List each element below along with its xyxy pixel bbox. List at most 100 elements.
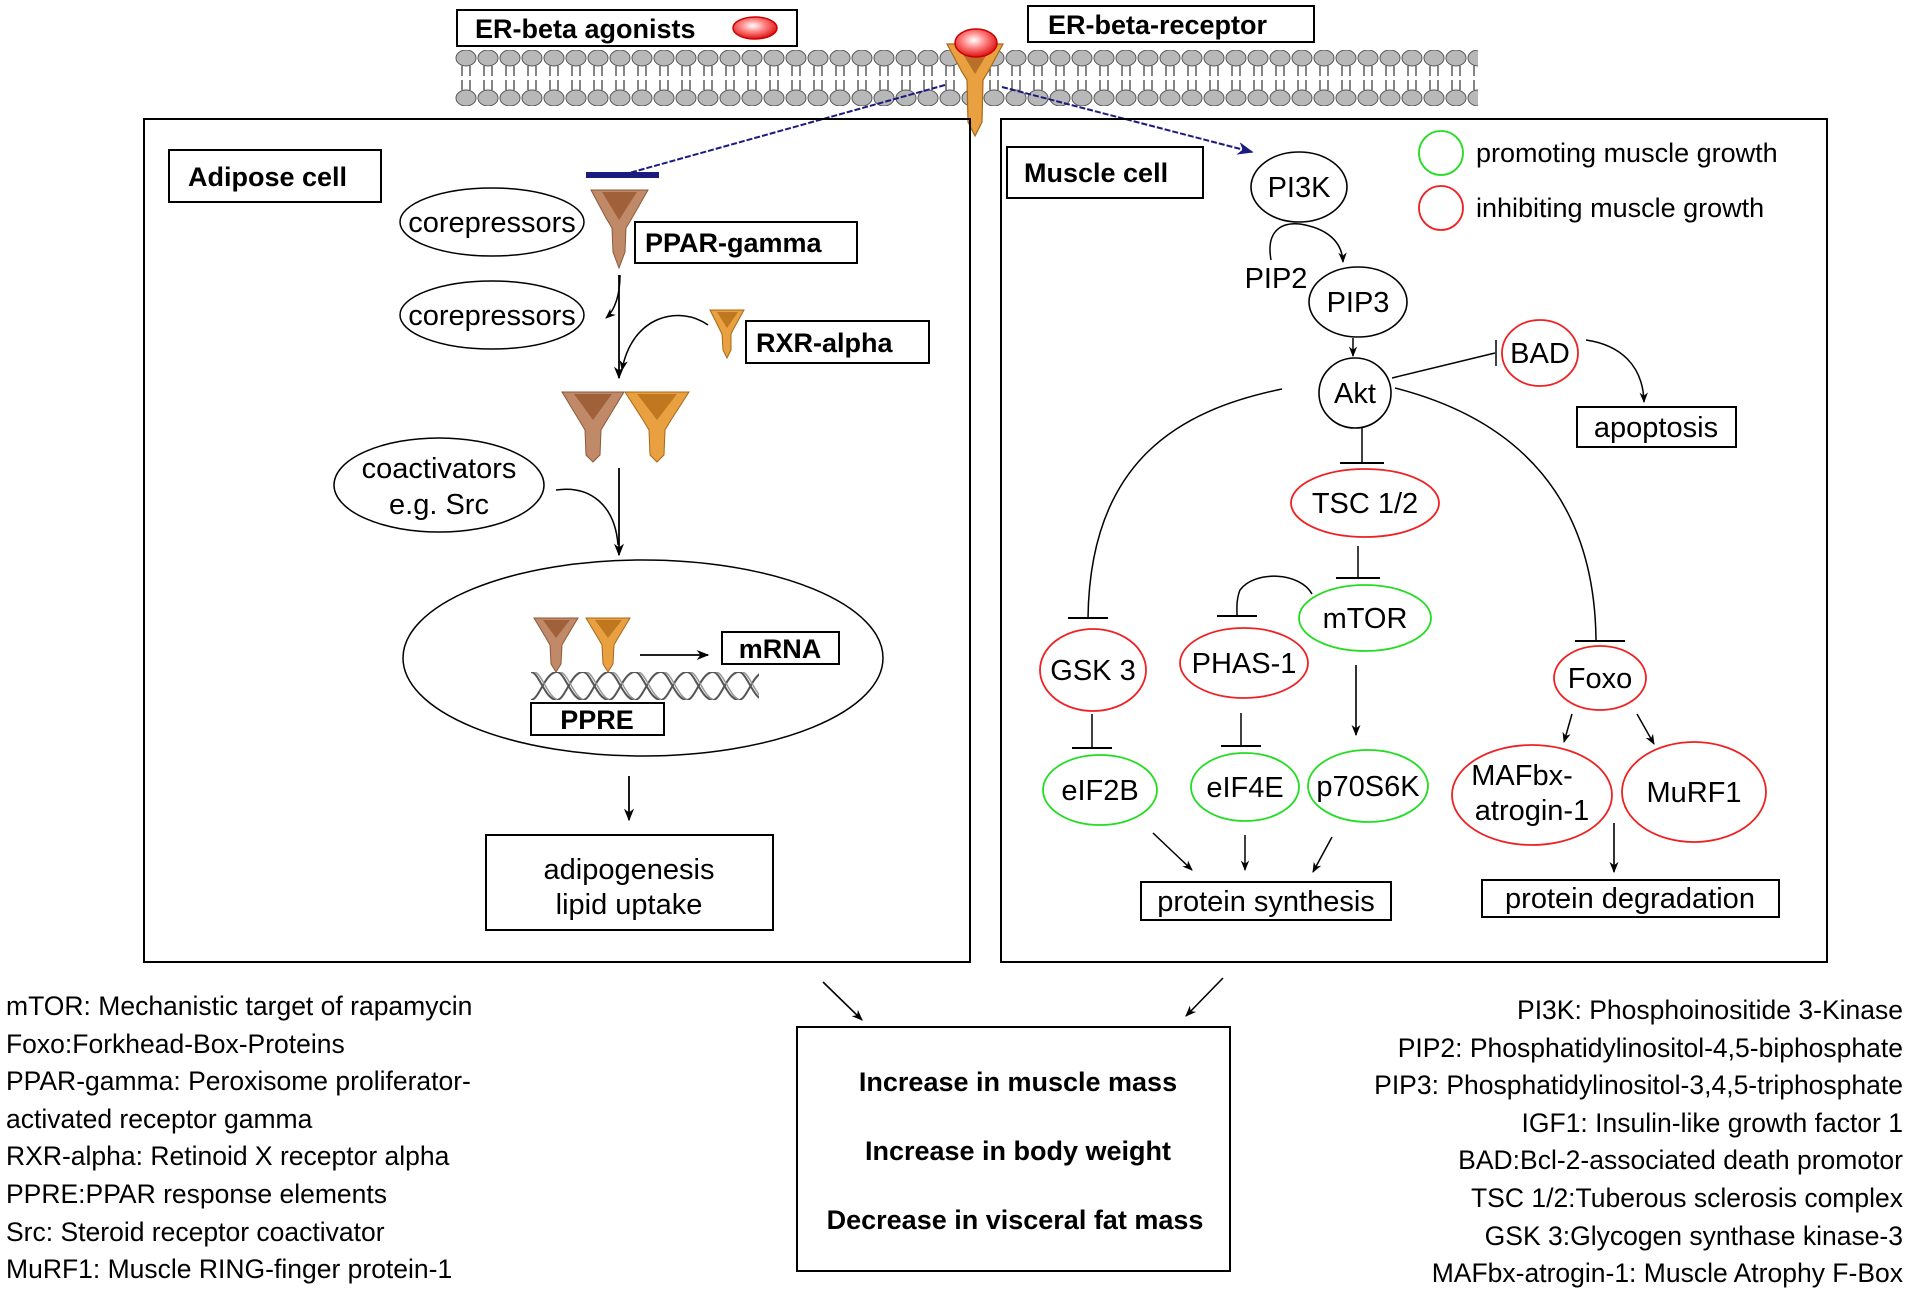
node-pip2: PIP2 xyxy=(1245,263,1308,295)
svg-text:Akt: Akt xyxy=(1334,378,1376,410)
svg-text:adipogenesis: adipogenesis xyxy=(544,854,715,886)
muscle-to-outcome-arrow xyxy=(1185,977,1224,1017)
protein-synthesis-box: protein synthesis xyxy=(1140,881,1392,921)
node-tsc: TSC 1/2 xyxy=(1290,468,1440,538)
svg-text:protein degradation: protein degradation xyxy=(1505,883,1755,915)
eif2b-to-synthesis-arrow xyxy=(1152,832,1193,871)
svg-text:Muscle cell: Muscle cell xyxy=(1024,158,1168,188)
muscle-cell-panel xyxy=(1000,118,1828,963)
svg-text:PI3K: PI3K xyxy=(1268,172,1332,204)
abbreviation-item: PPAR-gamma: Peroxisome proliferator- xyxy=(6,1066,471,1097)
abbreviation-item: BAD:Bcl-2-associated death promotor xyxy=(1458,1145,1903,1176)
rxr-join-arrow xyxy=(619,314,709,372)
bad-to-apoptosis-arrow xyxy=(1585,339,1648,404)
akt-inhibits-bad xyxy=(1391,352,1496,379)
rxr-alpha-label: RXR-alpha xyxy=(745,320,930,364)
corepressors-release-arrow xyxy=(605,274,621,319)
abbreviation-item: activated receptor gamma xyxy=(6,1103,313,1134)
akt-to-foxo-arc xyxy=(1394,387,1597,642)
node-mafbx: MAFbx- atrogin-1 xyxy=(1451,744,1613,846)
svg-text:GSK 3: GSK 3 xyxy=(1050,655,1135,687)
abbreviation-item: GSK 3:Glycogen synthase kinase-3 xyxy=(1484,1220,1903,1251)
outcome-visceral-fat: Decrease in visceral fat mass xyxy=(827,1205,1204,1235)
svg-text:ER-beta-receptor: ER-beta-receptor xyxy=(1048,10,1268,40)
ppar-gamma-receptor-icon xyxy=(590,189,649,270)
abbreviation-item: IGF1: Insulin-like growth factor 1 xyxy=(1521,1107,1903,1138)
foxo-to-murf1-arrow xyxy=(1636,713,1655,745)
svg-text:Adipose cell: Adipose cell xyxy=(188,162,347,192)
ppar-gamma-label: PPAR-gamma xyxy=(634,221,858,264)
node-pip3: PIP3 xyxy=(1308,266,1408,338)
svg-text:Foxo: Foxo xyxy=(1568,663,1632,695)
red-circle-icon xyxy=(1418,185,1464,231)
svg-text:PIP3: PIP3 xyxy=(1327,287,1390,319)
corepressors-ellipse-1: corepressors xyxy=(399,187,585,257)
protein-degradation-box: protein degradation xyxy=(1481,879,1780,918)
svg-text:MAFbx-: MAFbx- xyxy=(1471,760,1573,792)
svg-text:PHAS-1: PHAS-1 xyxy=(1192,648,1297,680)
legend-promoting: promoting muscle growth xyxy=(1418,130,1778,176)
adipogenesis-box: adipogenesis lipid uptake xyxy=(485,834,774,931)
node-eif2b: eIF2B xyxy=(1042,754,1158,826)
abbreviations-left: mTOR: Mechanistic target of rapamycin Fo… xyxy=(6,988,472,1289)
svg-text:PPRE: PPRE xyxy=(560,705,634,735)
abbreviation-item: MAFbx-atrogin-1: Muscle Atrophy F-Box xyxy=(1431,1258,1903,1289)
adipose-cell-title: Adipose cell xyxy=(168,149,382,203)
node-eif4e: eIF4E xyxy=(1190,752,1300,822)
svg-text:lipid uptake: lipid uptake xyxy=(556,889,703,921)
pip2-to-pip3-arrow xyxy=(1269,223,1347,264)
abbreviation-item: PPRE:PPAR response elements xyxy=(6,1178,387,1209)
svg-text:mTOR: mTOR xyxy=(1323,603,1408,635)
svg-text:BAD: BAD xyxy=(1510,338,1570,370)
svg-text:coactivators: coactivators xyxy=(362,453,517,485)
svg-text:e.g. Src: e.g. Src xyxy=(389,489,489,521)
abbreviation-item: PIP2: Phosphatidylinositol-4,5-biphospha… xyxy=(1397,1032,1903,1063)
node-bad: BAD xyxy=(1501,319,1579,387)
node-p70s6k: p70S6K xyxy=(1307,749,1429,823)
ppar-rxr-heterodimer-icon xyxy=(561,391,690,463)
abbreviations-right: PI3K: Phosphoinositide 3-Kinase PIP2: Ph… xyxy=(1374,992,1903,1293)
er-beta-receptor-label: ER-beta-receptor xyxy=(1027,5,1315,43)
node-mtor: mTOR xyxy=(1298,584,1432,652)
node-akt: Akt xyxy=(1318,357,1392,429)
p70s6k-to-synthesis-arrow xyxy=(1312,836,1333,873)
adipose-to-outcome-arrow xyxy=(822,981,863,1021)
svg-text:promoting muscle growth: promoting muscle growth xyxy=(1476,138,1778,168)
ppre-label: PPRE xyxy=(530,702,665,736)
abbreviation-item: RXR-alpha: Retinoid X receptor alpha xyxy=(6,1141,450,1172)
outcome-muscle-mass: Increase in muscle mass xyxy=(859,1067,1177,1097)
er-beta-agonists-label: ER-beta agonists xyxy=(456,9,798,47)
abbreviation-item: Src: Steroid receptor coactivator xyxy=(6,1216,385,1247)
node-phas1: PHAS-1 xyxy=(1179,627,1309,699)
svg-text:corepressors: corepressors xyxy=(408,300,576,332)
abbreviation-item: MuRF1: Muscle RING-finger protein-1 xyxy=(6,1254,453,1285)
er-beta-receptor-icon xyxy=(945,28,1005,138)
abbreviation-item: mTOR: Mechanistic target of rapamycin xyxy=(6,991,473,1021)
bound-dimer-icon xyxy=(533,617,631,673)
foxo-to-mafbx-arrow xyxy=(1562,713,1573,744)
corepressors-ellipse-2: corepressors xyxy=(399,280,585,350)
svg-text:mRNA: mRNA xyxy=(739,634,822,664)
outcome-box: Increase in muscle mass Increase in body… xyxy=(796,1026,1231,1272)
dna-helix-icon xyxy=(531,672,759,700)
svg-text:inhibiting muscle growth: inhibiting muscle growth xyxy=(1476,193,1764,223)
abbreviation-item: Foxo:Forkhead-Box-Proteins xyxy=(6,1028,345,1059)
svg-text:protein synthesis: protein synthesis xyxy=(1157,886,1375,918)
legend-inhibiting: inhibiting muscle growth xyxy=(1418,185,1764,231)
mrna-label: mRNA xyxy=(721,631,840,665)
nucleus: mRNA PPRE xyxy=(402,559,884,757)
svg-text:ER-beta agonists: ER-beta agonists xyxy=(475,14,696,44)
svg-text:corepressors: corepressors xyxy=(408,207,576,239)
abbreviation-item: TSC 1/2:Tuberous sclerosis complex xyxy=(1470,1182,1903,1213)
svg-text:eIF2B: eIF2B xyxy=(1061,775,1138,807)
svg-text:PPAR-gamma: PPAR-gamma xyxy=(645,228,823,258)
akt-to-gsk3-arc xyxy=(1087,388,1283,619)
mtor-to-phas1-arc xyxy=(1236,575,1313,617)
apoptosis-box: apoptosis xyxy=(1576,406,1737,448)
svg-text:p70S6K: p70S6K xyxy=(1316,771,1420,803)
svg-text:RXR-alpha: RXR-alpha xyxy=(756,328,894,358)
svg-text:eIF4E: eIF4E xyxy=(1206,772,1283,804)
agonist-molecule-icon xyxy=(732,16,778,40)
outcome-body-weight: Increase in body weight xyxy=(865,1136,1171,1166)
